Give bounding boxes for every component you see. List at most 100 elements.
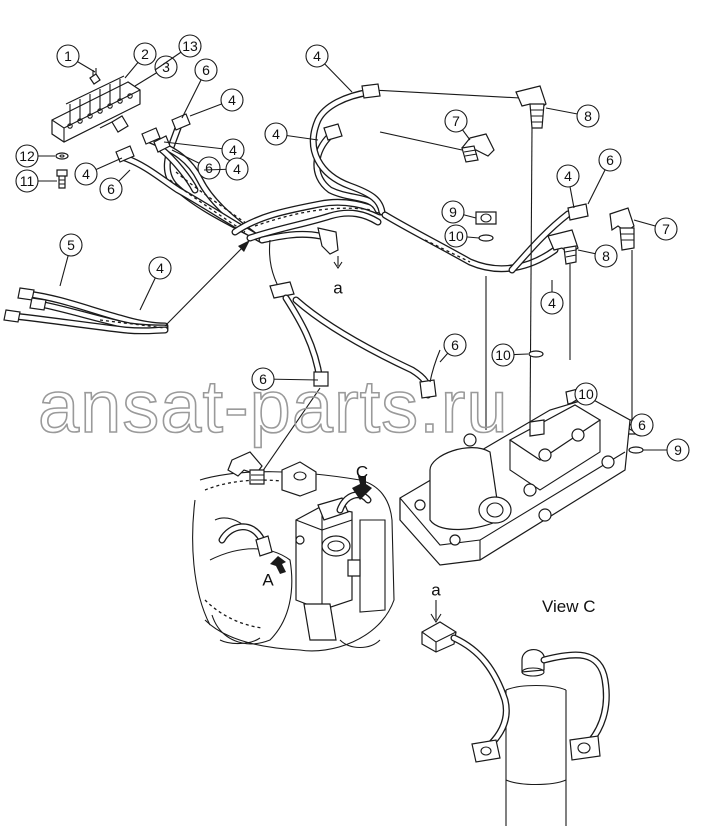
arrow-label-A: A [262, 571, 274, 590]
callout-number: 6 [638, 417, 646, 433]
callout-6: 6 [439, 333, 467, 363]
callout-bubble [74, 162, 98, 186]
callout-6: 6 [181, 58, 218, 119]
callout-10: 10 [444, 224, 480, 248]
callout-number: 6 [107, 181, 115, 197]
arrow-label-C: C [356, 463, 368, 482]
callout-4: 4 [203, 157, 249, 181]
callout-number: 6 [205, 160, 213, 176]
callout-number: 7 [452, 113, 460, 129]
callout-number: 6 [606, 152, 614, 168]
callout-bubble [598, 148, 622, 172]
callout-bubble [305, 44, 329, 68]
callout-number: 4 [313, 48, 321, 64]
callout-4: 4 [139, 256, 172, 311]
callout-bubble [133, 42, 157, 66]
callout-4: 4 [540, 280, 564, 315]
callout-8: 8 [577, 244, 618, 268]
callout-number: 8 [584, 108, 592, 124]
view-c-detail [421, 621, 610, 826]
callout-bubble [574, 382, 598, 406]
callout-bubble [225, 157, 249, 181]
callout-number: 1 [64, 48, 72, 64]
callout-4: 4 [189, 88, 244, 117]
callout-6: 6 [171, 149, 221, 180]
callout-1: 1 [56, 44, 96, 73]
callout-6: 6 [630, 413, 654, 437]
callout-number: 2 [141, 46, 149, 62]
callout-bubble [251, 367, 275, 391]
view-c-label: View C [542, 597, 596, 616]
callout-bubble [148, 256, 172, 280]
valve-block [399, 387, 631, 566]
callout-bubble [443, 333, 467, 357]
callout-4: 4 [556, 164, 580, 209]
callout-bubble [194, 58, 218, 82]
callout-bubble [197, 156, 221, 180]
callout-bubble [444, 109, 468, 133]
callout-leader [163, 141, 234, 151]
callout-bubble [264, 122, 288, 146]
callout-number: 10 [578, 386, 594, 402]
callout-number: 7 [662, 221, 670, 237]
callout-number: 4 [564, 168, 572, 184]
callout-number: 6 [259, 371, 267, 387]
callout-4: 4 [163, 138, 245, 162]
callout-bubble [576, 104, 600, 128]
hose-down-run [261, 239, 441, 473]
callout-number: 4 [233, 161, 241, 177]
callout-4: 4 [264, 122, 319, 146]
callout-10: 10 [569, 382, 598, 406]
callout-bubble [220, 88, 244, 112]
hose-center-run [231, 83, 547, 269]
callout-number: 4 [548, 295, 556, 311]
callout-number: 11 [20, 173, 35, 189]
callout-4: 4 [305, 44, 353, 93]
arrow-label-a-top: a [333, 279, 343, 298]
callout-7: 7 [633, 217, 678, 241]
callout-5: 5 [59, 233, 83, 287]
callout-6: 6 [99, 169, 131, 201]
callout-bubble [630, 413, 654, 437]
callout-6: 6 [251, 367, 319, 391]
callout-bubble [594, 244, 618, 268]
callout-number: 3 [162, 59, 170, 75]
callout-number: 4 [272, 126, 280, 142]
callout-bubble [540, 291, 564, 315]
callout-bubble [491, 343, 515, 367]
callout-9: 9 [441, 200, 477, 224]
callout-12: 12 [15, 144, 55, 168]
callout-6: 6 [587, 148, 622, 205]
callout-7: 7 [444, 109, 471, 141]
callout-bubble [178, 34, 202, 58]
callout-bubble [654, 217, 678, 241]
hose-set-left [3, 240, 250, 335]
callout-11: 11 [15, 169, 57, 193]
callout-number: 8 [602, 248, 610, 264]
callout-bubble [56, 44, 80, 68]
elbow-fitting-upper [379, 131, 497, 242]
callout-bubble [556, 164, 580, 188]
callout-number: 4 [82, 166, 90, 182]
callout-bubble [15, 144, 39, 168]
callout-number: 10 [495, 347, 511, 363]
callout-bubble [441, 200, 465, 224]
callout-number: 4 [228, 92, 236, 108]
callout-number: 6 [202, 62, 210, 78]
callout-bubble [15, 169, 39, 193]
callout-number: 6 [451, 337, 459, 353]
callout-number: 5 [67, 237, 75, 253]
callout-9: 9 [643, 438, 690, 462]
callout-4: 4 [74, 157, 123, 186]
arrow-label-a-bottom: a [431, 581, 441, 600]
callout-bubble [59, 233, 83, 257]
callout-bubble [666, 438, 690, 462]
callout-8: 8 [545, 104, 600, 128]
callout-number: 4 [229, 142, 237, 158]
callout-3: 3 [134, 55, 178, 87]
callout-number: 9 [674, 442, 682, 458]
callout-bubble [99, 177, 123, 201]
callout-number: 10 [448, 228, 464, 244]
